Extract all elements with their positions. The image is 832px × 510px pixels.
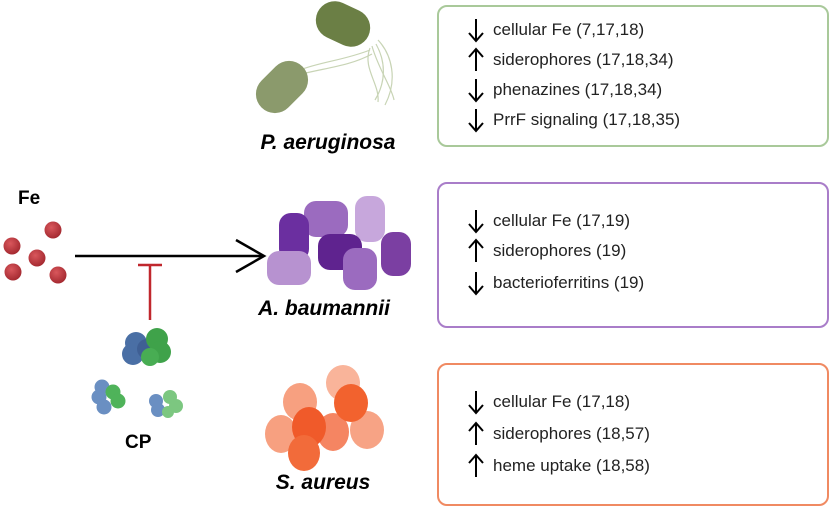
effect-row: bacterioferritins (19) [467, 268, 644, 298]
down-arrow-icon [468, 79, 484, 103]
up-arrow-icon [468, 238, 484, 262]
calprotectin-monomer-pair [91, 379, 126, 415]
effect-text: cellular Fe (17,18) [493, 392, 631, 411]
effects-box-acinetobacter: cellular Fe (17,19) siderophores (19) ba… [437, 182, 829, 328]
iron-atoms [3, 221, 67, 284]
effect-row: cellular Fe (17,19) [467, 206, 630, 236]
effect-row: cellular Fe (17,18) [467, 387, 630, 417]
effect-text: siderophores (17,18,34) [493, 50, 674, 69]
effects-box-staphylococcus: cellular Fe (17,18) siderophores (18,57)… [437, 363, 829, 506]
inhibition-symbol [138, 263, 162, 320]
up-arrow-icon [468, 453, 484, 477]
effect-row: phenazines (17,18,34) [467, 75, 662, 105]
down-arrow-icon [468, 272, 484, 296]
effect-row: PrrF signaling (17,18,35) [467, 105, 680, 135]
effect-text: heme uptake (18,58) [493, 456, 650, 475]
down-arrow-icon [468, 19, 484, 43]
effect-row: siderophores (17,18,34) [467, 45, 674, 75]
effect-text: PrrF signaling (17,18,35) [493, 110, 681, 129]
iron-atom [4, 263, 22, 281]
effects-box-pseudomonas: cellular Fe (7,17,18) siderophores (17,1… [437, 5, 829, 147]
organism-name-acinetobacter: A. baumannii [258, 297, 390, 320]
down-arrow-icon [468, 210, 484, 234]
calprotectin-label: CP [125, 432, 152, 453]
effect-row: siderophores (19) [467, 236, 626, 266]
organism-name-pseudomonas: P. aeruginosa [260, 131, 396, 154]
effect-text: siderophores (18,57) [493, 424, 650, 443]
organism-name-staphylococcus: S. aureus [275, 471, 371, 494]
down-arrow-icon [468, 109, 484, 133]
pseudomonas-cells [255, 1, 395, 114]
iron-atom [28, 249, 46, 267]
iron-atom [44, 221, 62, 239]
effect-row: heme uptake (18,58) [467, 451, 650, 481]
iron-label: Fe [18, 188, 41, 209]
iron-uptake-arrow [75, 238, 267, 274]
effect-text: cellular Fe (7,17,18) [493, 20, 645, 39]
down-arrow-icon [468, 391, 484, 415]
calprotectin-dimer [122, 328, 171, 366]
up-arrow-icon [468, 421, 484, 445]
staphylococcus-cells [265, 365, 384, 471]
effect-row: cellular Fe (7,17,18) [467, 15, 644, 45]
acinetobacter-cells [267, 196, 411, 290]
effect-row: siderophores (18,57) [467, 419, 650, 449]
up-arrow-icon [468, 47, 484, 71]
effect-text: cellular Fe (17,19) [493, 211, 631, 230]
effect-text: phenazines (17,18,34) [493, 80, 663, 99]
calprotectin-monomer-pair [149, 390, 183, 418]
effect-text: siderophores (19) [493, 241, 627, 260]
effect-text: bacterioferritins (19) [493, 273, 645, 292]
iron-atom [49, 266, 67, 284]
iron-atom [3, 237, 21, 255]
